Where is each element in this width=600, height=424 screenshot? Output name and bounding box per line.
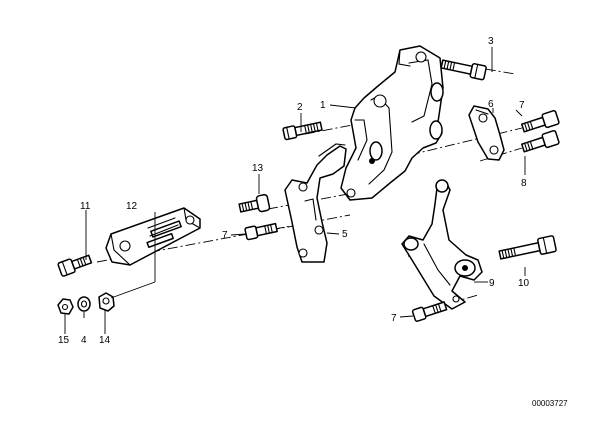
main-bracket	[340, 45, 444, 201]
callout-labels: 1 2 3 4 5 6 6 7 7 7 8 9 10 11 12 13 14 1…	[58, 36, 530, 346]
callout-13: 13	[252, 163, 264, 174]
callout-1: 1	[320, 100, 326, 111]
callout-11: 11	[80, 201, 91, 212]
bolt-3	[440, 59, 487, 81]
nut-14	[98, 292, 115, 312]
tension-strap	[105, 207, 201, 266]
callout-2: 2	[297, 102, 303, 113]
callout-5: 5	[342, 229, 348, 240]
callout-4: 4	[81, 335, 87, 346]
bolt-13	[238, 193, 271, 213]
bolt-11	[57, 254, 93, 277]
swivel-arm	[401, 179, 483, 310]
callout-leader-lines	[64, 47, 526, 334]
callout-10: 10	[518, 278, 530, 289]
bolt-7-middle	[244, 222, 278, 241]
plate-bracket	[284, 143, 347, 263]
link-bracket	[468, 105, 505, 161]
bolt-8	[521, 129, 560, 153]
nut-15	[57, 298, 74, 315]
callout-8: 8	[521, 178, 527, 189]
callout-7-top: 7	[519, 100, 525, 111]
bolt-10	[498, 235, 557, 260]
callout-9: 9	[489, 278, 495, 289]
callout-7-middle: 7	[222, 230, 228, 241]
bolt-7-top	[521, 109, 560, 133]
callout-7-bottom: 7	[391, 313, 397, 324]
bolt-2	[282, 121, 323, 141]
washer-4	[77, 296, 91, 312]
callout-12: 12	[126, 201, 138, 212]
callout-3: 3	[488, 36, 494, 47]
callout-14: 14	[99, 335, 111, 346]
bolt-7-bottom	[411, 301, 448, 322]
callout-15: 15	[58, 335, 70, 346]
callout-6-upper: 6	[488, 99, 494, 110]
catalog-number: 00003727	[532, 399, 568, 408]
